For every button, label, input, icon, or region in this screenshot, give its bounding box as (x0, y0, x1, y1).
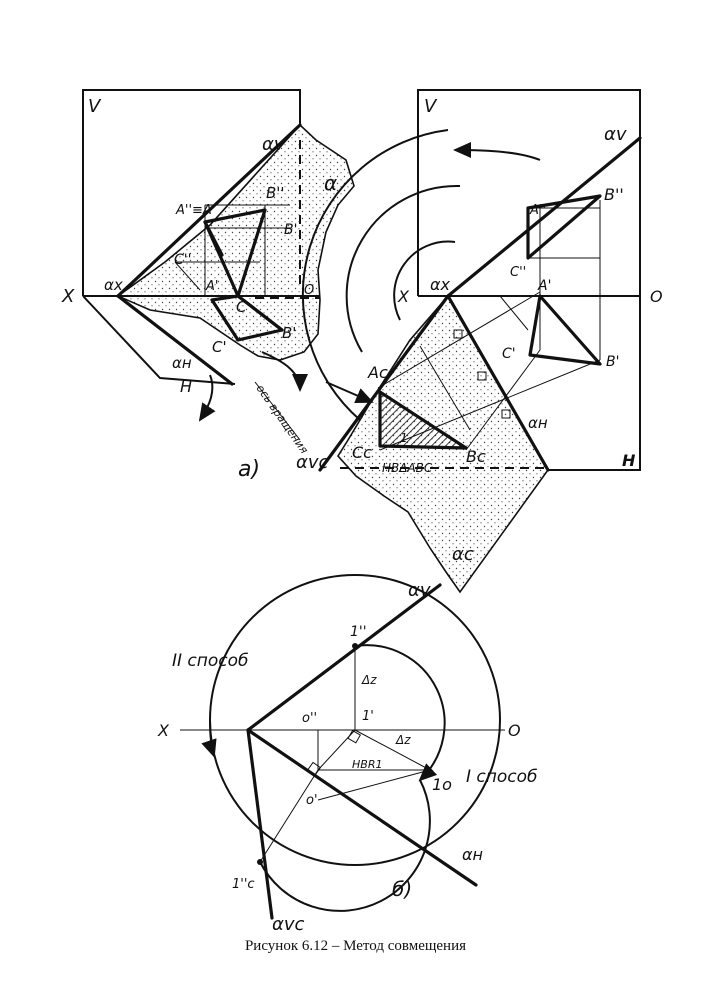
label-b-O: O (508, 721, 521, 740)
label-a-H: H (180, 377, 192, 396)
label-a-C-p: C' (212, 338, 227, 356)
label-a2-A-c: Ac (367, 363, 388, 382)
label-b-hbr: НВR1 (352, 758, 382, 771)
label-a-V: V (88, 96, 102, 117)
label-a2-one: 1 (400, 431, 408, 445)
label-a-alpha-h: αн (172, 354, 192, 372)
label-b-one-p: 1' (362, 709, 374, 724)
label-a2-C-p: C' (502, 346, 516, 362)
figure-caption: Рисунок 6.12 – Метод совмещения (244, 938, 467, 954)
label-a-A-p: A' (205, 279, 218, 294)
label-a2-A-p: A' (537, 278, 551, 294)
label-a2-alpha-v-c: αvc (296, 452, 329, 473)
figure-a (82, 89, 355, 441)
label-b-X: X (157, 721, 170, 740)
label-a2-C-c: Cc (352, 443, 372, 462)
label-a2-V: V (424, 96, 438, 117)
label-b-one-pp: 1'' (350, 624, 367, 640)
label-b-o-p: o' (306, 793, 318, 808)
label-a-B-p: B' (284, 222, 297, 238)
label-a2-B-p: B' (606, 354, 619, 370)
label-a2-alpha-x: αx (430, 275, 451, 294)
figure-b (180, 574, 505, 920)
label-a2-alpha-h: αн (528, 414, 548, 432)
label-a-alpha-x: αx (104, 276, 123, 294)
label-a2-O: O (650, 287, 663, 306)
label-a2-alpha-v: αv (604, 124, 627, 145)
label-a-X: X (61, 286, 75, 307)
label-a-alpha-v: αv (262, 134, 285, 155)
label-a-B-pp: B'' (266, 184, 285, 202)
label-a2-C-pp: C'' (510, 265, 526, 280)
label-a2-alpha-c: αc (452, 544, 474, 565)
label-a-C-pp: C'' (174, 252, 191, 268)
label-b-alpha-v-c: αvc (272, 914, 305, 935)
label-a-A-pp-eq-A: A''≡A (175, 203, 212, 218)
label-b-one-o: 1о (432, 775, 452, 794)
figure-a2 (301, 89, 642, 594)
label-a-axis: ось вращения (254, 382, 311, 456)
label-a2-B-pp: B'' (604, 185, 624, 204)
label-b-method1: I способ (466, 767, 538, 787)
label-a2-true-size: НВΔABC (382, 461, 433, 475)
label-b-panel: б) (392, 877, 412, 901)
label-b-one-c: 1''c (232, 877, 255, 892)
label-a-C: C (236, 298, 247, 316)
label-a-alpha: α (324, 171, 337, 195)
label-a-O: O (304, 283, 314, 298)
label-b-dz1: Δz (361, 673, 377, 687)
label-b-alpha-v: αv (408, 580, 431, 601)
label-a2-B-c: Bc (466, 447, 486, 466)
label-a-panel: а) (238, 457, 260, 482)
label-b-alpha-h: αн (462, 845, 483, 864)
label-b-o-pp: o'' (302, 711, 317, 726)
label-a2-X: X (397, 287, 410, 306)
label-b-method2: II способ (172, 651, 249, 671)
label-a-B-p2: B' (282, 324, 296, 342)
label-a2-H: H (622, 451, 636, 470)
label-b-dz2: Δz (395, 733, 411, 747)
label-a2-A-pp: A'' (529, 203, 546, 218)
